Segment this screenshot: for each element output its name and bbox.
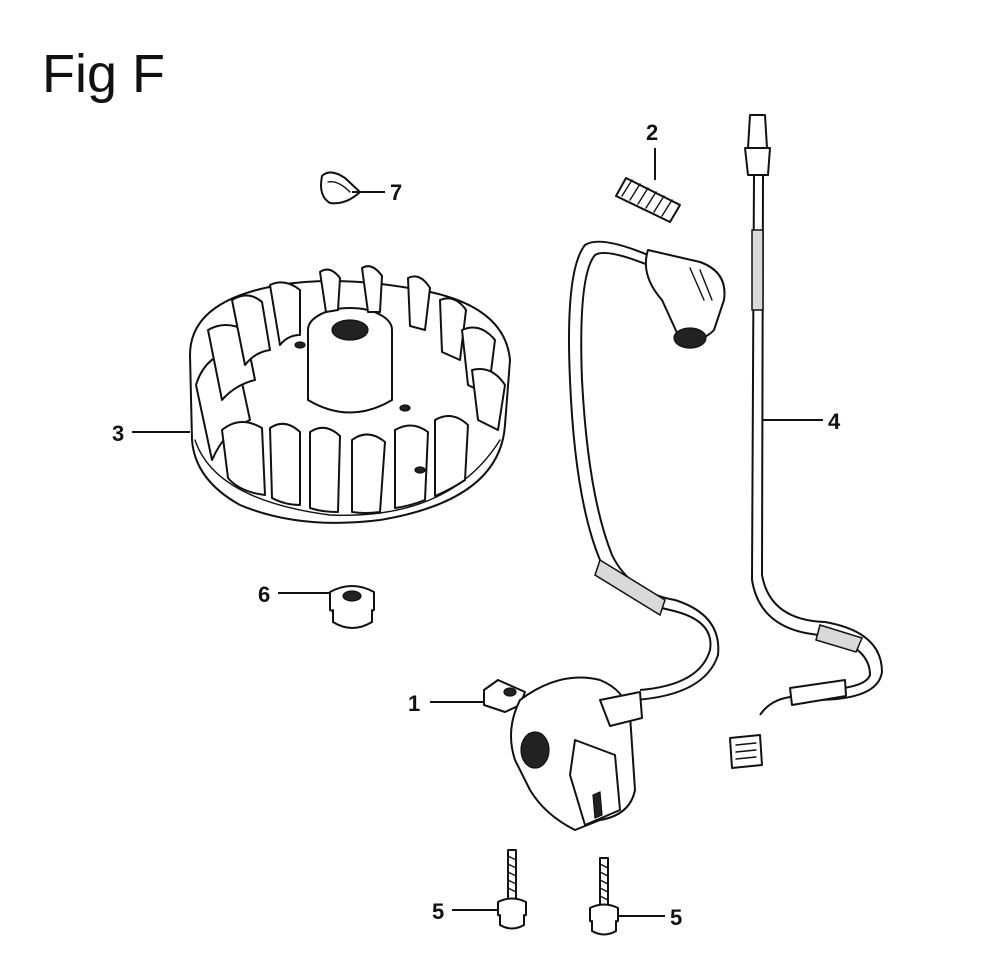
flywheel-nut-part	[278, 585, 375, 629]
stop-wire-part	[729, 114, 884, 769]
callout-1: 1	[408, 691, 420, 716]
callout-7: 7	[390, 180, 402, 205]
woodruff-key-part	[320, 171, 385, 205]
spring-part	[615, 148, 681, 223]
bolt-right-part	[589, 857, 665, 936]
bolt-left-part	[452, 849, 527, 930]
callout-6: 6	[258, 582, 270, 607]
callout-4: 4	[828, 409, 841, 434]
ignition-coil-part	[430, 240, 726, 831]
figure-title: Fig F	[42, 44, 165, 104]
callout-2: 2	[646, 120, 658, 145]
callout-5-right: 5	[670, 905, 682, 930]
flywheel-part	[132, 265, 511, 524]
callout-5-left: 5	[432, 899, 444, 924]
callout-3: 3	[112, 421, 124, 446]
